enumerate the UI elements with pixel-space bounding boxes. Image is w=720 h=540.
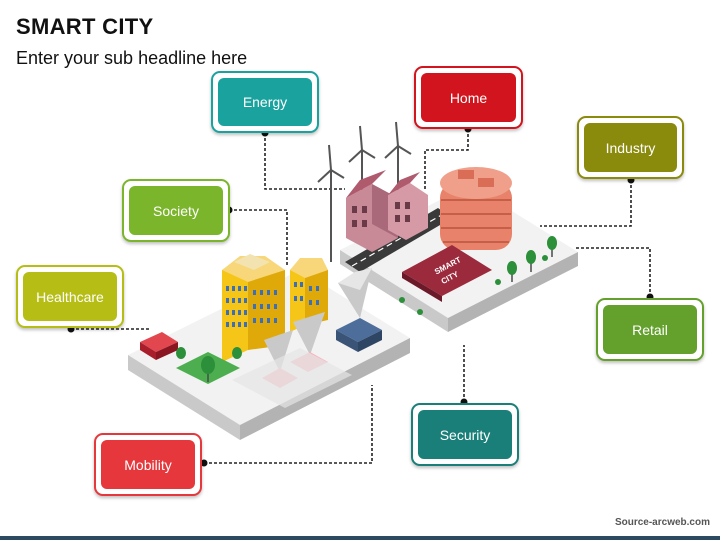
node-industry: Industry (577, 116, 684, 179)
node-industry-label: Industry (584, 123, 677, 172)
industry-building (440, 167, 512, 250)
red-vehicle (140, 332, 178, 360)
connector-retail (575, 247, 651, 297)
node-retail: Retail (596, 298, 704, 361)
node-energy: Energy (211, 71, 319, 133)
yellow-towers (222, 254, 328, 362)
node-healthcare: Healthcare (16, 265, 124, 328)
node-mobility: Mobility (94, 433, 202, 496)
trees-right (399, 236, 557, 315)
node-society-label: Society (129, 186, 223, 235)
node-home: Home (414, 66, 523, 129)
park (176, 347, 242, 384)
node-mobility-label: Mobility (101, 440, 195, 489)
node-energy-label: Energy (218, 78, 312, 126)
location-pins (232, 268, 382, 408)
node-retail-label: Retail (603, 305, 697, 354)
connector-lines (71, 129, 651, 464)
bottom-bar (0, 536, 720, 540)
node-security: Security (411, 403, 519, 466)
connector-industry (540, 180, 632, 227)
houses (346, 170, 428, 252)
connector-society (229, 209, 288, 265)
node-home-label: Home (421, 73, 516, 122)
smart-city-sign: SMART CITY (402, 245, 492, 302)
node-security-label: Security (418, 410, 512, 459)
node-healthcare-label: Healthcare (23, 272, 117, 321)
connector-home (424, 129, 469, 190)
source-credit: Source-arcweb.com (614, 517, 710, 528)
connector-mobility (204, 385, 373, 464)
page-title: SMART CITY (16, 14, 154, 39)
page-subtitle: Enter your sub headline here (16, 48, 248, 68)
node-society: Society (122, 179, 230, 242)
connector-energy (264, 133, 345, 190)
